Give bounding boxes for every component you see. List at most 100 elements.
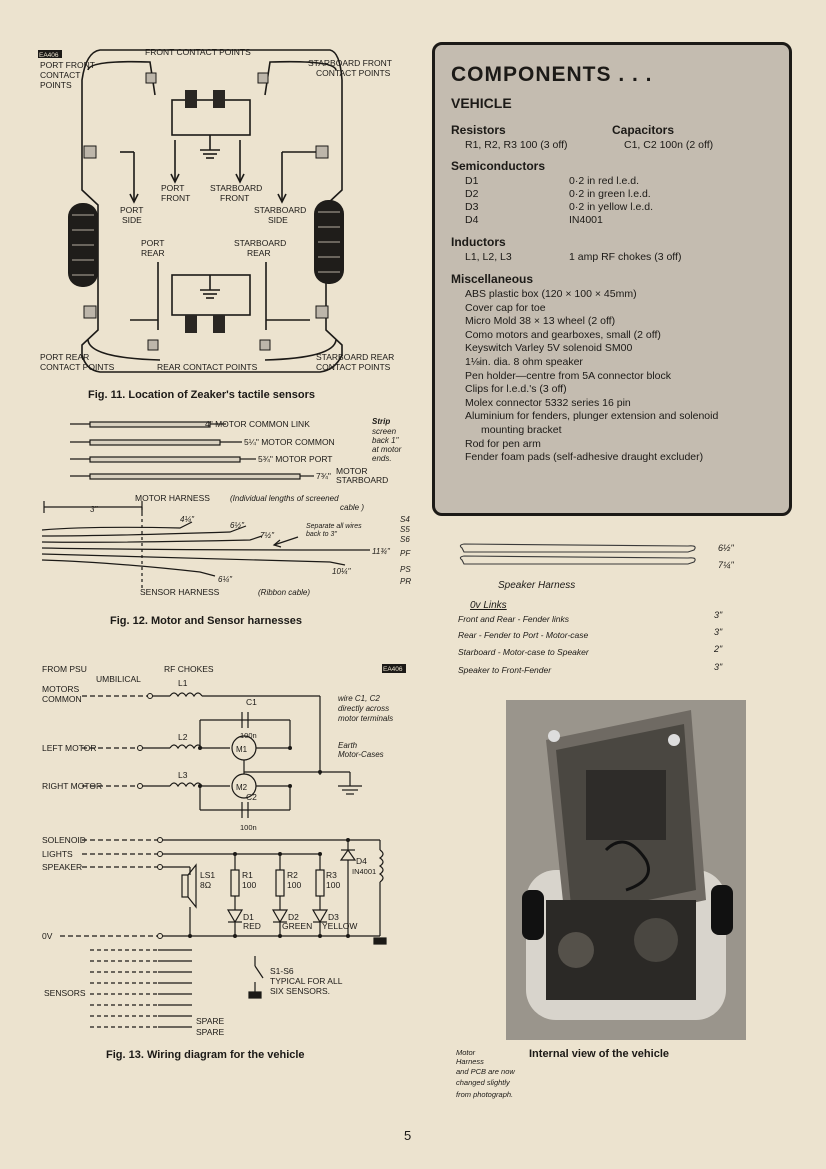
label-rear-contact-points: REAR CONTACT POINTS — [157, 362, 258, 372]
label-r1: R1 — [242, 870, 253, 880]
label-ls1-val: 8Ω — [200, 880, 211, 890]
label-starboard-rear-2: REAR — [247, 248, 271, 258]
miscellaneous-heading: Miscellaneous — [451, 272, 534, 286]
label-r3-val: 100 — [326, 880, 340, 890]
label-umbilical: UMBILICAL — [96, 674, 141, 684]
label-starboard-front-1: STARBOARD — [210, 183, 262, 193]
semi-desc: IN4001 — [569, 214, 603, 226]
starboard-front-contact-point — [315, 145, 329, 159]
note-strip-1: Strip — [372, 417, 390, 426]
label-len-6-25: 6¼" — [218, 575, 233, 584]
label-port-rear-1: PORT — [141, 238, 164, 248]
misc-item: Molex connector 5332 series 16 pin — [465, 396, 631, 409]
vehicle-internal-photo — [506, 700, 746, 1040]
photo-note-1: Motor — [456, 1048, 476, 1057]
semi-desc: 0·2 in yellow l.e.d. — [569, 201, 654, 213]
photo-note-3: and PCB are now — [456, 1067, 515, 1076]
label-l1: L1 — [178, 678, 188, 688]
port-wheel — [68, 203, 98, 287]
misc-item: 1⅛in. dia. 8 ohm speaker — [465, 355, 583, 368]
label-c1-val: 100n — [240, 731, 257, 740]
link-length: 3" — [714, 627, 723, 637]
note-strip-3: back 1" — [372, 436, 400, 445]
note-wire-1: wire C1, C2 — [338, 694, 380, 703]
label-switch-note-3: SIX SENSORS. — [270, 986, 330, 996]
fig12-caption: Fig. 12. Motor and Sensor harnesses — [110, 615, 302, 627]
fig11-badge: EA406 — [39, 52, 59, 59]
misc-item: Clips for l.e.d.'s (3 off) — [465, 383, 567, 396]
label-starboard-side-1: STARBOARD — [254, 205, 306, 215]
semi-row: D4 IN4001 — [451, 214, 773, 227]
misc-item: Fender foam pads (self-adhesive draught … — [465, 451, 704, 464]
label-starboard-rear-contact-1: STARBOARD REAR — [316, 352, 394, 362]
components-list-box: COMPONENTS . . . VEHICLE Resistors R1, R… — [432, 42, 792, 516]
components-subtitle: VEHICLE — [451, 95, 512, 111]
fig11-caption: Fig. 11. Location of Zeaker's tactile se… — [88, 389, 315, 401]
label-from-psu: FROM PSU — [42, 664, 87, 674]
note-wire-2: directly across — [338, 704, 389, 713]
label-motor-harness: MOTOR HARNESS — [135, 493, 210, 503]
front-contact-point-starboard — [257, 72, 269, 84]
photo-notes: Motor Harness and PCB are now changed sl… — [456, 1048, 669, 1099]
semi-ref: D3 — [465, 201, 479, 213]
link-length: 3" — [714, 610, 723, 620]
label-d4: D4 — [356, 856, 367, 866]
front-contact-point-port — [145, 72, 157, 84]
link-length: 3" — [714, 662, 723, 672]
miscellaneous-section: Miscellaneous ABS plastic box (120 × 100… — [451, 272, 773, 465]
note-motor-harness-2: cable ) — [340, 503, 364, 512]
semi-ref: D4 — [465, 214, 479, 226]
vehicle-body-outline — [81, 49, 343, 373]
note-earth-1: Earth — [338, 741, 358, 750]
label-spare-2: SPARE — [196, 1027, 225, 1037]
link-text: Speaker to Front-Fender — [458, 665, 552, 675]
label-port-front-contact-2: CONTACT — [40, 70, 80, 80]
semi-row: D3 0·2 in yellow l.e.d. — [451, 201, 773, 214]
fig13-wiring-diagram: FROM PSU RF CHOKES EA406 UMBILICAL MOTOR… — [42, 664, 406, 1061]
fig11-sensor-layout-diagram: EA406 PORT FRONT CONTACT POINTS FRONT CO… — [38, 47, 394, 401]
label-motor-port: 5¾" MOTOR PORT — [258, 454, 333, 464]
label-m2: M2 — [236, 783, 248, 792]
photo-note-2: Harness — [456, 1057, 484, 1066]
label-port-front-2: FRONT — [161, 193, 190, 203]
label-len-6-5: 6½" — [230, 521, 245, 530]
photo-caption: Internal view of the vehicle — [529, 1048, 669, 1060]
fig13-caption: Fig. 13. Wiring diagram for the vehicle — [106, 1049, 305, 1061]
label-c2-val: 100n — [240, 823, 257, 832]
photo-note-4: changed slightly — [456, 1078, 511, 1087]
inductor-desc: 1 amp RF chokes (3 off) — [569, 251, 682, 263]
label-port-rear-contact-2: CONTACT POINTS — [40, 362, 115, 372]
label-c2: C2 — [246, 792, 257, 802]
label-motor-common: 5¼" MOTOR COMMON — [244, 437, 335, 447]
label-d1: D1 — [243, 912, 254, 922]
label-speaker: SPEAKER — [42, 862, 82, 872]
label-starboard-front-contact-2: CONTACT POINTS — [316, 68, 391, 78]
label-d2-colour: GREEN — [282, 921, 312, 931]
misc-item: Como motors and gearboxes, small (2 off) — [465, 328, 661, 341]
label-left-motor: LEFT MOTOR — [42, 743, 96, 753]
label-switch-note-1: S1-S6 — [270, 966, 294, 976]
resistors-capacitors: Resistors R1, R2, R3 100 (3 off) Capacit… — [451, 123, 773, 151]
port-rear-contact-point — [83, 305, 97, 319]
rear-contact-point-port — [147, 339, 159, 351]
label-d3-colour: YELLOW — [322, 921, 357, 931]
label-d3: D3 — [328, 912, 339, 922]
label-port-front-contact-1: PORT FRONT — [40, 60, 95, 70]
label-spare-1: SPARE — [196, 1016, 225, 1026]
misc-item: ABS plastic box (120 × 100 × 45mm) — [465, 288, 637, 300]
label-dim-3: 3" — [90, 505, 98, 514]
photo-note-5: from photograph. — [456, 1090, 513, 1099]
label-sensors: SENSORS — [44, 988, 86, 998]
label-starboard-side-2: SIDE — [268, 215, 288, 225]
fig13-badge: EA406 — [383, 666, 403, 673]
label-r1-val: 100 — [242, 880, 256, 890]
resistors-heading: Resistors — [451, 123, 506, 137]
label-r2-val: 100 — [287, 880, 301, 890]
label-ov-links: 0v Links — [470, 600, 507, 611]
link-length: 2" — [713, 644, 723, 654]
note-ribbon: (Ribbon cable) — [258, 588, 310, 597]
label-solenoid: SOLENOID — [42, 835, 86, 845]
